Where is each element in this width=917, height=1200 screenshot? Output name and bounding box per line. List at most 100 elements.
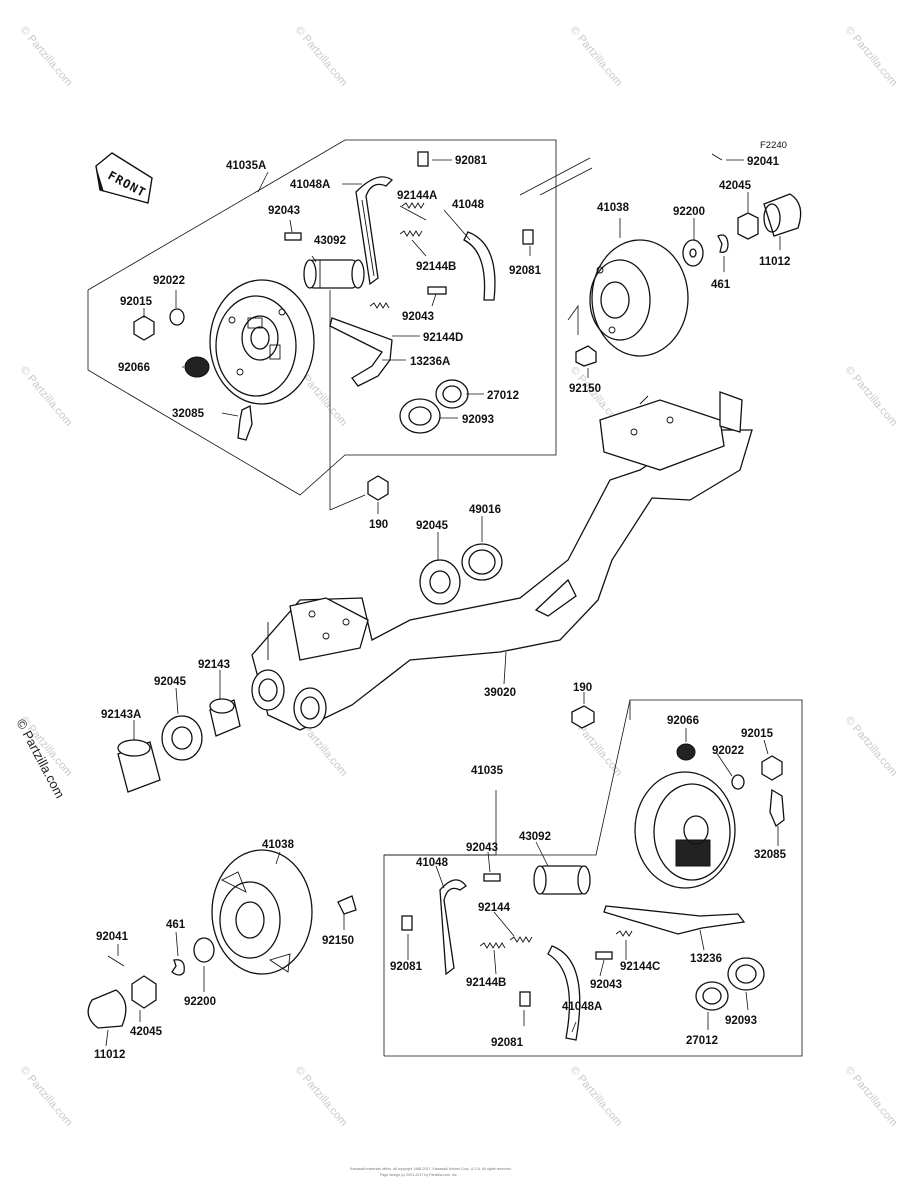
plug-92066-top bbox=[184, 356, 210, 378]
label-92093-bottom: 92093 bbox=[725, 1015, 757, 1027]
watermark-tile: © Partzilla.com bbox=[18, 24, 75, 88]
label-92066-bottom: 92066 bbox=[667, 715, 699, 727]
leader-lines bbox=[105, 159, 781, 1047]
label-41038-bottom: 41038 bbox=[262, 839, 295, 851]
label-92045-left: 92045 bbox=[154, 676, 187, 688]
label-92022-bottom: 92022 bbox=[712, 745, 744, 757]
wheel-cylinder-top bbox=[303, 259, 365, 289]
watermark-tile: © Partzilla.com bbox=[293, 24, 350, 88]
lever-13236A bbox=[329, 317, 393, 387]
label-92045-mid: 92045 bbox=[416, 520, 449, 532]
label-92081-bottom: 92081 bbox=[390, 961, 423, 973]
label-92144C: 92144C bbox=[620, 961, 660, 973]
nut-42045-top bbox=[737, 212, 759, 240]
label-92144B-top: 92144B bbox=[416, 261, 456, 273]
label-32085-top: 32085 bbox=[172, 408, 205, 420]
pin-92043-top2 bbox=[427, 286, 447, 295]
washer-92200-top bbox=[682, 239, 704, 267]
bolt-190-top bbox=[367, 475, 389, 501]
figure-code: F2240 bbox=[760, 140, 787, 151]
label-92043-bottom2: 92043 bbox=[590, 979, 622, 991]
label-41048A-bottom: 41048A bbox=[562, 1001, 602, 1013]
clip-92081-top2 bbox=[522, 229, 534, 245]
label-92043-top2: 92043 bbox=[402, 311, 434, 323]
watermark-tile: © Partzilla.com bbox=[18, 1064, 75, 1128]
label-92081-bottom2: 92081 bbox=[491, 1037, 524, 1049]
pin-92043-top bbox=[284, 232, 302, 241]
lever-13236 bbox=[603, 905, 746, 935]
wheel-cylinder-bottom bbox=[533, 865, 591, 895]
label-49016: 49016 bbox=[469, 504, 501, 516]
label-92093-top: 92093 bbox=[462, 414, 494, 426]
label-92066-top: 92066 bbox=[118, 362, 150, 374]
label-92041-bottom: 92041 bbox=[96, 931, 129, 943]
label-92150-top: 92150 bbox=[569, 383, 601, 395]
label-39020: 39020 bbox=[484, 687, 516, 699]
label-92143: 92143 bbox=[198, 659, 230, 671]
label-92043-bottom: 92043 bbox=[466, 842, 498, 854]
springs-bottom bbox=[479, 930, 633, 949]
nut-42045-bottom bbox=[131, 975, 157, 1009]
label-92081-top2: 92081 bbox=[509, 265, 542, 277]
springs-top bbox=[369, 202, 425, 309]
pin-92043-bottom bbox=[483, 873, 501, 882]
brake-kit-box-top bbox=[87, 139, 593, 511]
part-labels: 41035A 92081 41048A 92144A 41048 92043 4… bbox=[94, 155, 790, 1061]
label-92081-top: 92081 bbox=[455, 155, 488, 167]
label-92041-top: 92041 bbox=[747, 156, 780, 168]
label-92150-bottom: 92150 bbox=[322, 935, 354, 947]
label-92144B-bottom: 92144B bbox=[466, 977, 506, 989]
seal-92093-top bbox=[399, 398, 441, 434]
seal-49016 bbox=[461, 543, 503, 581]
cotter-pin-92041-bottom bbox=[107, 955, 125, 967]
label-41048-bottom: 41048 bbox=[416, 857, 449, 869]
label-41048-top: 41048 bbox=[452, 199, 485, 211]
watermark-tile: © Partzilla.com bbox=[18, 364, 75, 428]
label-13236A: 13236A bbox=[410, 356, 450, 368]
clip-92081-bottom2 bbox=[519, 991, 531, 1007]
washer-461-top bbox=[717, 234, 729, 253]
brake-shoe-41048-bottom bbox=[439, 879, 467, 976]
label-92200-bottom: 92200 bbox=[184, 996, 216, 1008]
label-92022-top: 92022 bbox=[153, 275, 185, 287]
nut-92015-bottom bbox=[761, 755, 783, 781]
watermark-tile: © Partzilla.com bbox=[843, 1064, 900, 1128]
brake-panel-top bbox=[209, 279, 315, 405]
plug-92066-bottom bbox=[676, 743, 696, 761]
brake-panel-bottom bbox=[634, 771, 736, 889]
clip-32085-bottom bbox=[769, 788, 785, 828]
bolt-190-bottom bbox=[571, 705, 595, 729]
label-461-bottom: 461 bbox=[166, 919, 186, 931]
label-13236: 13236 bbox=[690, 953, 722, 965]
bolt-92150-bottom bbox=[337, 895, 357, 915]
label-92144A: 92144A bbox=[397, 190, 437, 202]
label-41048A-top: 41048A bbox=[290, 179, 330, 191]
label-27012-top: 27012 bbox=[487, 390, 519, 402]
brake-drum-41038-top bbox=[589, 239, 689, 357]
washer-461-bottom bbox=[171, 959, 185, 976]
label-43092-bottom: 43092 bbox=[519, 831, 551, 843]
label-11012-top: 11012 bbox=[759, 256, 790, 268]
label-43092-top: 43092 bbox=[314, 235, 346, 247]
clip-92081-bottom bbox=[401, 915, 413, 931]
sleeve-92143A bbox=[117, 739, 161, 793]
label-92143A: 92143A bbox=[101, 709, 141, 721]
watermark-tile: © Partzilla.com bbox=[568, 1064, 625, 1128]
bearing-92045-left bbox=[161, 715, 203, 761]
label-461-top: 461 bbox=[711, 279, 731, 291]
watermark-tile: © Partzilla.com bbox=[843, 364, 900, 428]
label-42045-top: 42045 bbox=[719, 180, 752, 192]
washer-92022-bottom bbox=[731, 774, 745, 790]
clip-92081-top bbox=[417, 151, 429, 167]
brake-shoe-41048A-top bbox=[355, 176, 394, 286]
clip-32085-top bbox=[237, 405, 253, 441]
copyright-line-1: Kawasaki materials within, all copyright… bbox=[350, 1167, 512, 1171]
label-92015-top: 92015 bbox=[120, 296, 153, 308]
label-92144: 92144 bbox=[478, 902, 511, 914]
washer-92022-top bbox=[169, 308, 185, 326]
label-92043-top: 92043 bbox=[268, 205, 300, 217]
label-41035A: 41035A bbox=[226, 160, 266, 172]
label-92015-bottom: 92015 bbox=[741, 728, 774, 740]
watermark-tile: © Partzilla.com bbox=[568, 24, 625, 88]
leader-marker bbox=[567, 304, 579, 335]
